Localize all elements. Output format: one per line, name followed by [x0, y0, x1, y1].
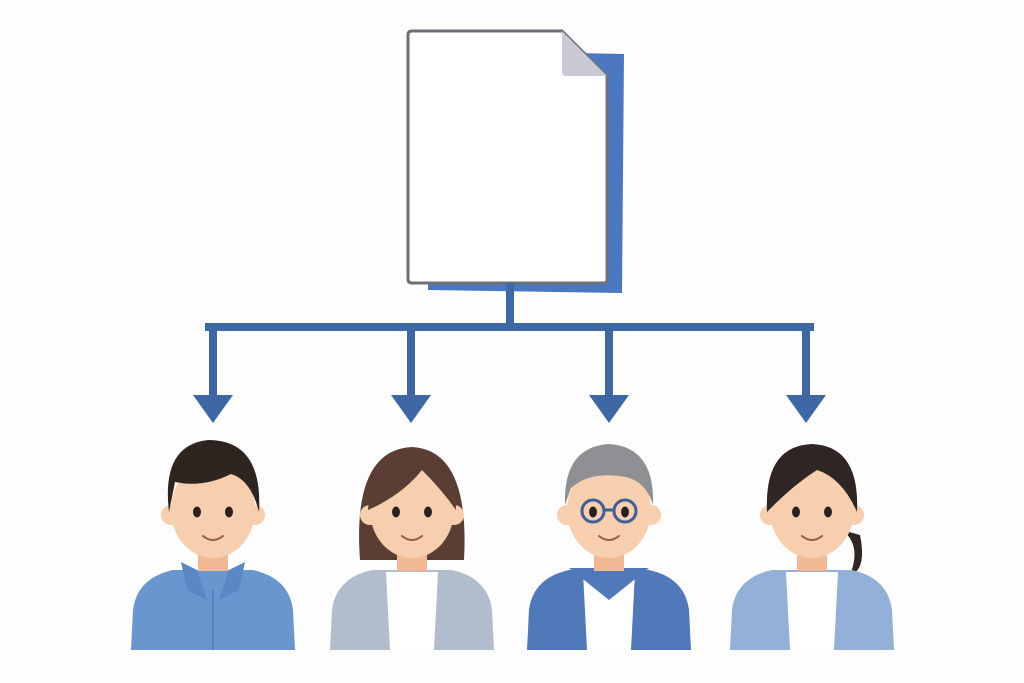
- mouth: [401, 535, 423, 541]
- eye: [824, 506, 832, 518]
- arrow-down-icon: [589, 395, 629, 423]
- distribution-connectors: [193, 283, 826, 423]
- arrow-down-icon: [786, 395, 826, 423]
- eye: [792, 506, 800, 518]
- arrow-down-icon: [193, 395, 233, 423]
- woman-bob-hair-icon: [330, 447, 494, 650]
- mouth: [801, 535, 823, 541]
- mouth: [598, 535, 620, 541]
- hair: [766, 444, 858, 512]
- arrow-down-icon: [391, 395, 431, 423]
- eye: [225, 506, 233, 518]
- mouth: [202, 535, 224, 541]
- older-man-glasses-icon: [527, 444, 691, 650]
- inner-shirt: [386, 572, 438, 650]
- hair: [564, 444, 654, 505]
- hair: [167, 440, 260, 512]
- document-folded-corner: [562, 31, 607, 76]
- eye: [193, 506, 201, 518]
- eye: [589, 506, 597, 518]
- inner-shirt: [786, 572, 838, 650]
- eye: [621, 506, 629, 518]
- shirt-collar: [181, 562, 245, 600]
- recipients: [131, 440, 894, 650]
- document-icon: [406, 29, 624, 293]
- man-blue-shirt-icon: [131, 440, 295, 650]
- bangs: [368, 458, 456, 510]
- sweater-v-neck: [569, 568, 649, 600]
- inner-shirt: [583, 572, 635, 650]
- ponytail: [842, 530, 863, 575]
- eye: [392, 506, 400, 518]
- eye: [424, 506, 432, 518]
- woman-ponytail-icon: [730, 444, 894, 650]
- face: [171, 462, 255, 558]
- document-page: [406, 29, 609, 285]
